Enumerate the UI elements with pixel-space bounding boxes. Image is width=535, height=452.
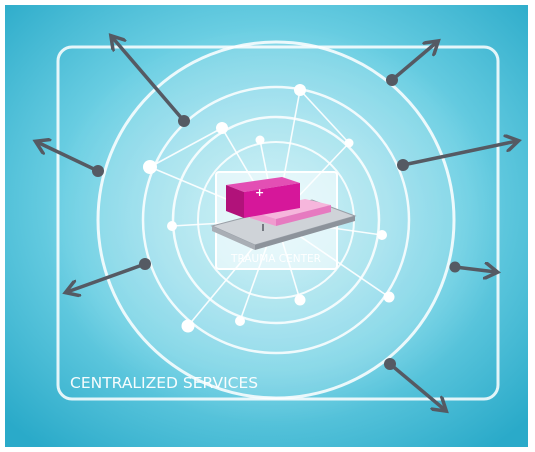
arrow-anchor	[384, 358, 396, 370]
network-node	[143, 160, 157, 174]
arrow-bottom-right	[388, 362, 445, 410]
network-node	[377, 230, 387, 240]
network-nodes	[143, 84, 395, 333]
arrow-right	[402, 141, 517, 167]
network-node	[235, 316, 245, 326]
network-node	[383, 291, 395, 303]
arrow-anchor	[139, 258, 151, 270]
network-node	[294, 294, 306, 306]
ring-inner	[171, 115, 381, 325]
outward-arrows	[37, 37, 517, 410]
arrow-top-right	[390, 42, 437, 82]
network-node	[255, 135, 265, 145]
network-node	[181, 319, 195, 333]
arrow-anchors	[92, 74, 461, 370]
arrow-left	[37, 142, 99, 173]
trauma-center-label: TRAUMA CENTER	[230, 253, 321, 265]
hospital-building-icon: +	[210, 177, 357, 250]
network-node	[294, 84, 306, 96]
arrow-anchor	[92, 165, 104, 177]
arrow-anchor	[397, 159, 409, 171]
network-node	[167, 221, 177, 231]
plus-icon: +	[255, 186, 264, 199]
arrow-anchor	[449, 261, 461, 273]
network-node	[216, 122, 228, 134]
arrow-lower-left	[67, 262, 146, 292]
network-node	[344, 138, 354, 148]
centralized-services-label: CENTRALIZED SERVICES	[70, 374, 258, 392]
trauma-center: + TRAUMA CENTER	[210, 171, 357, 270]
arrow-anchor	[178, 115, 190, 127]
arrow-anchor	[386, 74, 398, 86]
arrow-top-left	[112, 37, 186, 123]
arrow-lower-right	[454, 267, 496, 272]
